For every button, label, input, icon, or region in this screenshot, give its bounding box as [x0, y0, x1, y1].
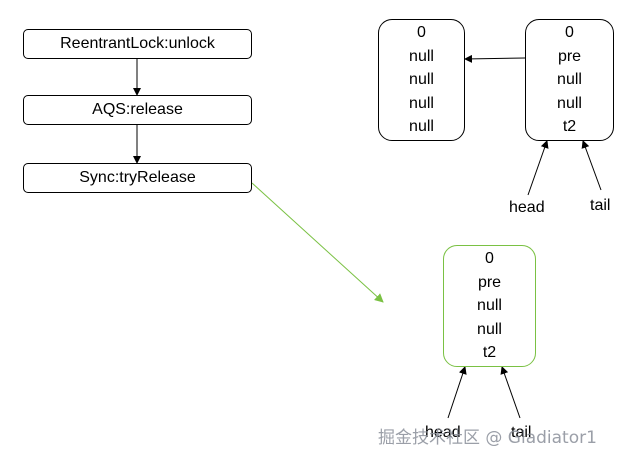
- node-field: 0: [565, 24, 574, 42]
- tail-label-before: tail: [590, 197, 611, 214]
- flow-step-unlock: ReentrantLock:unlock: [23, 29, 252, 59]
- tail-pointer-arrow-after: [500, 366, 521, 419]
- node-field: null: [557, 94, 582, 112]
- node-field: null: [409, 94, 434, 112]
- head-pointer-arrow-after: [447, 366, 467, 419]
- head-label-after: head: [425, 424, 461, 441]
- flow-step-label: AQS:release: [92, 101, 183, 118]
- node-field: null: [477, 320, 502, 338]
- head-pointer-arrow-before: [527, 140, 549, 196]
- flow-step-label: Sync:tryRelease: [79, 169, 196, 186]
- node-field: null: [409, 47, 434, 65]
- node-field: null: [409, 118, 434, 136]
- tail-pointer-arrow-before: [581, 140, 602, 191]
- head-label-before: head: [509, 199, 545, 216]
- transition-arrow: [251, 182, 384, 303]
- prev-pointer-arrow: [464, 54, 526, 63]
- node-field: null: [409, 71, 434, 89]
- watermark: 掘金技术社区 @ Gladiator1: [378, 428, 597, 448]
- node-field: pre: [477, 273, 502, 291]
- queue-node-t2: 0 pre null null t2: [525, 19, 614, 141]
- node-field: pre: [557, 47, 582, 65]
- node-field: null: [477, 297, 502, 315]
- node-field: 0: [485, 250, 494, 268]
- queue-node-after: 0 pre null null t2: [443, 245, 536, 367]
- queue-node-empty: 0 null null null null: [378, 19, 465, 141]
- flow-step-label: ReentrantLock:unlock: [60, 35, 215, 52]
- flow-step-release: AQS:release: [23, 95, 252, 125]
- flow-step-tryrelease: Sync:tryRelease: [23, 163, 252, 193]
- node-field: null: [557, 71, 582, 89]
- node-field: t2: [482, 344, 497, 362]
- node-field: 0: [417, 24, 426, 42]
- tail-label-after: tail: [511, 424, 532, 441]
- node-field: t2: [562, 118, 577, 136]
